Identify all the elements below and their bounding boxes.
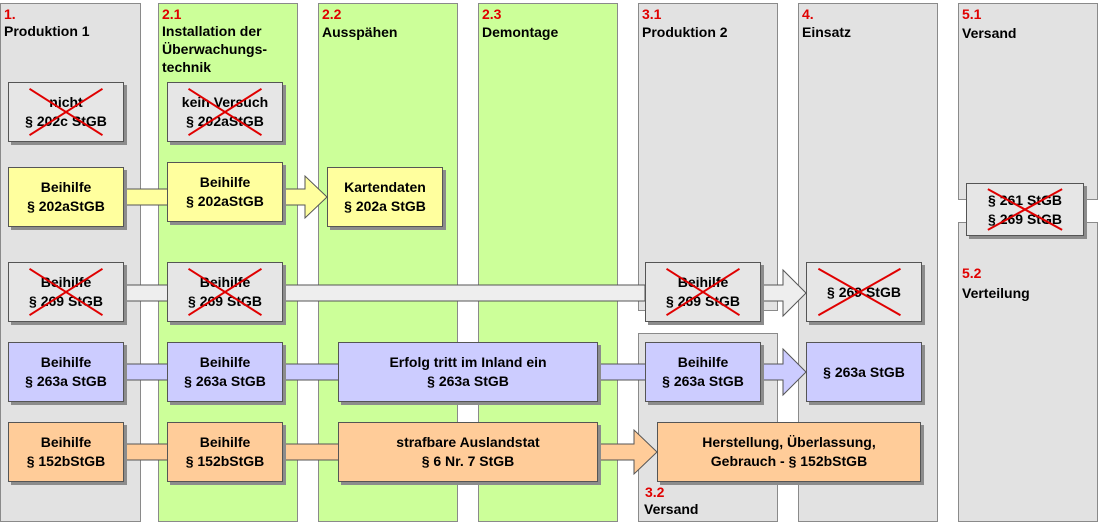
phase-number-5-1: 5.1 (962, 6, 982, 22)
box-herstellung-152b: Herstellung, Überlassung,Gebrauch - § 15… (657, 422, 921, 482)
box-kein-versuch-202a: kein Versuch§ 202aStGB (167, 82, 283, 142)
arrow-orange (597, 428, 658, 476)
arrow-gray (761, 268, 807, 318)
phase-title-3-2: Versand (644, 501, 699, 517)
arrow-shaft-orange-2 (282, 443, 340, 461)
phase-number-2-2: 2.2 (322, 6, 342, 22)
box-beihilfe-263a-3: Beihilfe§ 263a StGB (645, 342, 761, 402)
box-nicht-202c: nicht§ 202c StGB (8, 82, 124, 142)
box-strafbare-auslandstat: strafbare Auslandstat§ 6 Nr. 7 StGB (338, 422, 598, 482)
arrow-shaft-gray-2 (282, 284, 646, 302)
phase-title-1: Produktion 1 (4, 23, 90, 39)
box-beihilfe-269-2: Beihilfe§ 269 StGB (167, 262, 283, 322)
phase-column-5-1 (958, 3, 1098, 200)
arrow-shaft-orange-1 (124, 443, 169, 461)
arrow-shaft-gray-1 (122, 284, 169, 302)
phase-column-3-1 (638, 3, 778, 311)
phase-title-2-2: Ausspähen (322, 24, 398, 40)
phase-title-2-3: Demontage (482, 24, 559, 40)
phase-number-2-1: 2.1 (162, 6, 182, 22)
box-erfolg-inland-263a: Erfolg tritt im Inland ein§ 263a StGB (338, 342, 598, 402)
phase-number-3-1: 3.1 (642, 6, 662, 22)
arrow-blue (761, 347, 807, 397)
phase-number-2-3: 2.3 (482, 6, 502, 22)
phase-title-5-1: Versand (962, 25, 1017, 41)
arrow-shaft-blue-3 (597, 363, 647, 381)
phase-number-4: 4. (802, 6, 814, 22)
arrow-shaft-blue-2 (282, 363, 340, 381)
phase-title-5-2: Verteilung (962, 285, 1030, 301)
box-beihilfe-202a-1: Beihilfe§ 202aStGB (8, 167, 124, 227)
box-269-einsatz: § 269 StGB (806, 262, 922, 322)
arrow-yellow (282, 174, 328, 220)
box-261-269: § 261 StGB§ 269 StGB (966, 183, 1084, 236)
box-kartendaten-202a: Kartendaten§ 202a StGB (327, 167, 443, 227)
box-beihilfe-152b-1: Beihilfe§ 152bStGB (8, 422, 124, 482)
box-beihilfe-152b-2: Beihilfe§ 152bStGB (167, 422, 283, 482)
phase-number-3-2: 3.2 (645, 484, 665, 500)
phase-title-3-1: Produktion 2 (642, 24, 728, 40)
arrow-shaft-yellow (122, 188, 169, 206)
box-263a-einsatz: § 263a StGB (806, 342, 922, 402)
box-beihilfe-269-1: Beihilfe§ 269 StGB (8, 262, 124, 322)
phase-number-5-2: 5.2 (962, 265, 982, 281)
box-beihilfe-263a-2: Beihilfe§ 263a StGB (167, 342, 283, 402)
box-beihilfe-269-3: Beihilfe§ 269 StGB (645, 262, 761, 322)
box-beihilfe-263a-1: Beihilfe§ 263a StGB (8, 342, 124, 402)
phase-title-2-1: Installation der Überwachungs- technik (162, 23, 268, 75)
phase-title-4: Einsatz (802, 24, 852, 40)
arrow-shaft-blue-1 (124, 363, 169, 381)
phase-number-1: 1. (4, 6, 16, 22)
box-beihilfe-202a-2: Beihilfe§ 202aStGB (167, 162, 283, 222)
